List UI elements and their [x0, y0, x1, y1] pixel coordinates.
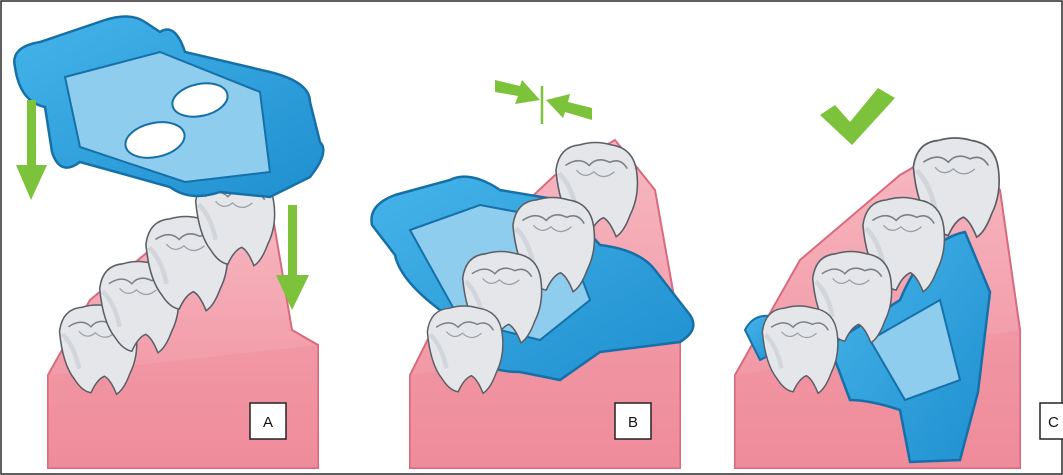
panel-b: B — [371, 80, 693, 468]
compress-arrows-icon — [495, 80, 592, 124]
panel-label-c: C — [1048, 414, 1059, 431]
panel-label-a: A — [263, 414, 273, 431]
matrix-band — [14, 16, 323, 197]
checkmark-icon — [820, 88, 895, 145]
panel-label-b: B — [628, 414, 638, 431]
panel-a: A — [14, 16, 323, 468]
panel-c: C — [735, 88, 1063, 468]
down-arrow-icon — [16, 100, 47, 200]
